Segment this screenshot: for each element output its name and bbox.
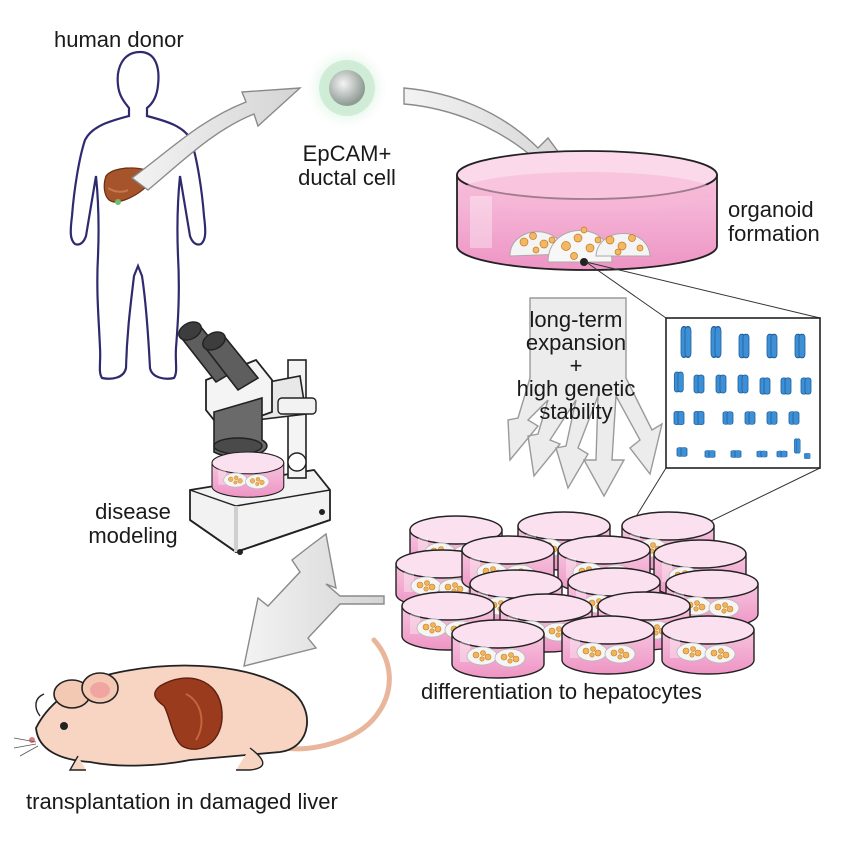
arrow-disease-transplant bbox=[243, 532, 385, 667]
arrow-donor-to-cell bbox=[130, 87, 302, 191]
label-differentiation: differentiation to hepatocytes bbox=[421, 679, 702, 704]
mouse-icon bbox=[13, 637, 392, 771]
dish-stack bbox=[396, 512, 758, 678]
label-epcam-line1: EpCAM+ bbox=[302, 141, 392, 166]
organoid-domes bbox=[509, 226, 651, 266]
label-expansion-line4: high genetic bbox=[516, 376, 636, 401]
label-disease-line1: disease bbox=[95, 499, 171, 524]
label-epcam: EpCAM+ ductal cell bbox=[284, 142, 410, 190]
label-disease-line2: modeling bbox=[88, 523, 178, 548]
label-organoid-line1: organoid bbox=[728, 197, 814, 222]
stem-cell-icon bbox=[303, 44, 391, 132]
label-epcam-line2: ductal cell bbox=[298, 165, 396, 190]
label-expansion: long-term expansion + high genetic stabi… bbox=[496, 308, 656, 423]
label-transplantation: transplantation in damaged liver bbox=[26, 789, 338, 814]
expansion-arrows bbox=[507, 297, 664, 498]
label-expansion-line1: long-term bbox=[529, 307, 623, 332]
label-disease-modeling: disease modeling bbox=[78, 500, 188, 548]
microscope-icon bbox=[178, 321, 331, 555]
human-silhouette-icon bbox=[69, 50, 207, 380]
label-expansion-line2: expansion bbox=[525, 330, 627, 355]
label-organoid-formation: organoid formation bbox=[728, 198, 820, 246]
label-organoid-line2: formation bbox=[728, 221, 820, 246]
label-human-donor: human donor bbox=[54, 27, 184, 52]
label-expansion-line5: stability bbox=[539, 399, 613, 424]
label-expansion-line3: + bbox=[569, 353, 583, 378]
petri-dish-icon bbox=[456, 150, 718, 271]
chromosome-karyogram-icon bbox=[665, 317, 821, 469]
